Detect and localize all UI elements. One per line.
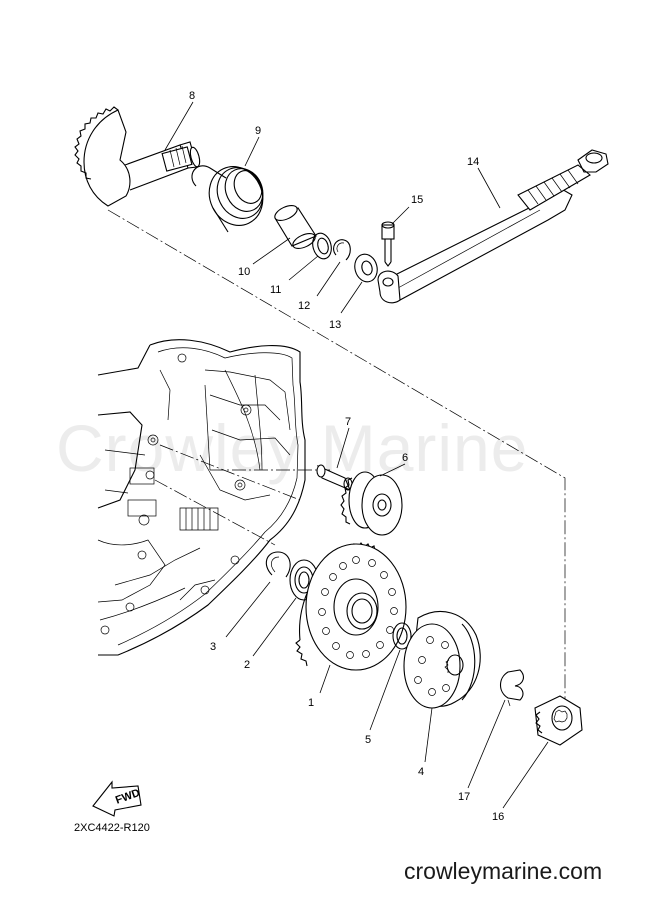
part-17-spring-clip bbox=[499, 669, 524, 707]
part-5-washer bbox=[392, 622, 412, 650]
callout-10: 10 bbox=[238, 266, 250, 278]
callout-4: 4 bbox=[418, 766, 424, 778]
part-9-kick-spring bbox=[191, 165, 264, 233]
callout-3: 3 bbox=[210, 641, 216, 653]
callout-13: 13 bbox=[329, 319, 341, 331]
part-16-pinion-gear bbox=[534, 695, 583, 746]
drawing-code: 2XC4422-R120 bbox=[74, 822, 150, 834]
callout-11: 11 bbox=[270, 284, 281, 296]
watermark-text: Crowley Marine bbox=[56, 411, 529, 485]
part-8-kick-shaft bbox=[74, 106, 201, 207]
part-6-idle-gear bbox=[340, 471, 403, 536]
callout-7: 7 bbox=[345, 416, 351, 428]
callout-9: 9 bbox=[255, 125, 261, 137]
callout-5: 5 bbox=[365, 734, 371, 746]
part-4-clutch-housing bbox=[403, 610, 481, 709]
part-10-bushing bbox=[274, 205, 317, 249]
callout-1: 1 bbox=[308, 697, 314, 709]
fwd-arrow-icon: FWD bbox=[92, 780, 142, 817]
part-14-kick-lever bbox=[377, 149, 609, 304]
callout-12: 12 bbox=[298, 300, 310, 312]
part-13-washer bbox=[354, 253, 378, 283]
callout-numbers: 8 9 10 11 12 13 14 15 7 6 3 2 1 5 4 17 1… bbox=[189, 90, 504, 823]
callout-8: 8 bbox=[189, 90, 195, 102]
callout-2: 2 bbox=[244, 659, 250, 671]
part-11-washer bbox=[312, 232, 332, 260]
part-15-bolt bbox=[381, 221, 395, 267]
callout-17: 17 bbox=[458, 791, 470, 803]
site-url-link[interactable]: crowleymarine.com bbox=[404, 858, 603, 884]
leader-lines bbox=[164, 101, 549, 809]
part-12-circlip bbox=[333, 239, 351, 261]
callout-15: 15 bbox=[411, 194, 423, 206]
callout-16: 16 bbox=[492, 811, 504, 823]
part-3-circlip bbox=[265, 551, 291, 578]
callout-14: 14 bbox=[467, 156, 479, 168]
part-1-starter-gear bbox=[295, 542, 407, 671]
assembly-lines bbox=[107, 209, 566, 708]
callout-6: 6 bbox=[402, 452, 408, 464]
crankcase-outline bbox=[97, 339, 306, 656]
